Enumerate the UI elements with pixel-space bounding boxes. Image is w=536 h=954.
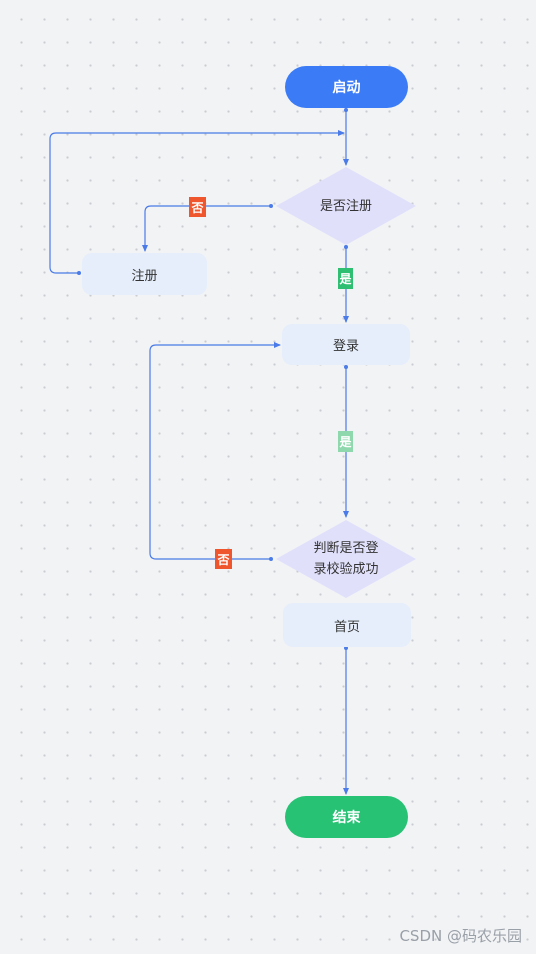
edge-label-not-registered: 否 bbox=[189, 197, 206, 217]
login-node[interactable]: 登录 bbox=[282, 324, 410, 365]
anchor-dot bbox=[344, 245, 348, 249]
decision-login-check[interactable]: 判断是否登 录校验成功 bbox=[276, 520, 416, 598]
edge-check-to-login bbox=[149, 342, 281, 560]
decision-login-check-label: 判断是否登 录校验成功 bbox=[313, 538, 378, 580]
anchor-dot bbox=[344, 108, 348, 112]
anchor-dot bbox=[269, 204, 273, 208]
edge-label-login-to-check: 是 bbox=[338, 431, 353, 452]
watermark: CSDN @码农乐园 bbox=[399, 927, 522, 945]
home-label: 首页 bbox=[333, 619, 360, 635]
edge-label-registered: 是 bbox=[338, 268, 353, 289]
end-label: 结束 bbox=[332, 810, 361, 826]
edge-label-check-failed: 否 bbox=[215, 549, 232, 569]
anchor-dot bbox=[344, 646, 348, 650]
anchor-dot bbox=[344, 365, 348, 369]
decision-login-check-line1: 判断是否登 bbox=[313, 541, 379, 556]
register-node[interactable]: 注册 bbox=[82, 253, 207, 295]
home-node[interactable]: 首页 bbox=[283, 603, 411, 647]
register-label: 注册 bbox=[131, 268, 158, 284]
anchor-dot bbox=[269, 557, 273, 561]
edge-decision-to-register bbox=[142, 205, 271, 252]
end-node[interactable]: 结束 bbox=[285, 796, 408, 838]
decision-login-check-line2: 录校验成功 bbox=[313, 562, 379, 577]
edge-register-to-decision bbox=[49, 130, 345, 274]
anchor-dot bbox=[77, 271, 81, 275]
decision-is-registered-label: 是否注册 bbox=[319, 198, 372, 214]
start-node[interactable]: 启动 bbox=[285, 66, 408, 108]
start-label: 启动 bbox=[332, 80, 361, 96]
decision-is-registered-shape[interactable] bbox=[276, 167, 416, 245]
login-label: 登录 bbox=[332, 339, 359, 354]
decision-login-check-shape[interactable] bbox=[276, 520, 416, 598]
decision-is-registered[interactable]: 是否注册 bbox=[276, 167, 416, 245]
